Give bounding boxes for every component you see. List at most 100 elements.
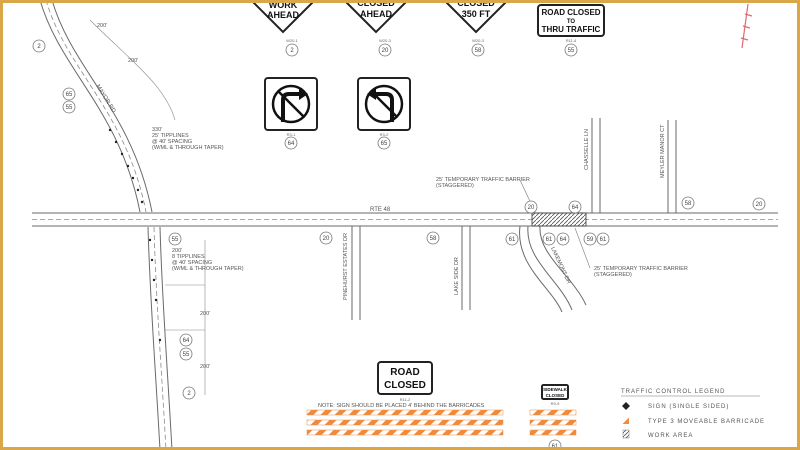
road-label-chasselle: CHASSELLE LN	[584, 129, 590, 170]
svg-text:55: 55	[568, 48, 575, 54]
svg-text:2: 2	[290, 48, 294, 54]
svg-text:20: 20	[756, 202, 763, 208]
svg-text:64: 64	[183, 338, 190, 344]
svg-text:330': 330'	[152, 127, 162, 133]
svg-text:64: 64	[560, 237, 567, 243]
svg-text:20: 20	[528, 205, 535, 211]
svg-text:W20-1: W20-1	[286, 38, 299, 43]
svg-text:59: 59	[587, 237, 594, 243]
sign-road-closed-thru: ROAD CLOSED TO THRU TRAFFIC R11-4	[537, 4, 605, 43]
svg-text:ROAD CLOSED: ROAD CLOSED	[541, 8, 600, 17]
legend-item-sign: SIGN (SINGLE SIDED)	[648, 404, 729, 410]
dim-200-left1: 200'	[200, 311, 210, 317]
road-label-meyler: MEYLER MANOR CT	[660, 124, 666, 178]
road-label-lakeside: LAKE SIDE DR	[454, 257, 460, 295]
svg-text:25' TEMPORARY TRAFFIC BARRIER: 25' TEMPORARY TRAFFIC BARRIER	[436, 177, 530, 183]
svg-text:200': 200'	[172, 248, 182, 254]
svg-text:@ 40' SPACING: @ 40' SPACING	[152, 139, 192, 145]
svg-text:CLOSED: CLOSED	[384, 380, 426, 391]
svg-text:@ 40' SPACING: @ 40' SPACING	[172, 260, 212, 266]
no-right-turn-sign: R3-1	[264, 77, 318, 137]
svg-text:64: 64	[572, 205, 579, 211]
sidewalk-closed-sign: SIDEWALK CLOSED R9-9	[541, 384, 569, 406]
svg-text:61: 61	[509, 237, 516, 243]
svg-text:R11-2: R11-2	[400, 397, 411, 402]
svg-text:CLOSED: CLOSED	[357, 0, 395, 8]
svg-text:CLOSED: CLOSED	[546, 393, 566, 398]
svg-text:ROAD: ROAD	[390, 367, 419, 378]
main-road: RTE 48	[32, 207, 778, 227]
svg-text:25' TEMPORARY TRAFFIC BARRIER: 25' TEMPORARY TRAFFIC BARRIER	[594, 266, 688, 272]
svg-text:65: 65	[381, 141, 388, 147]
meyler-road: MEYLER MANOR CT	[660, 120, 677, 213]
legend-title: TRAFFIC CONTROL LEGEND	[621, 389, 725, 395]
svg-text:TO: TO	[567, 19, 576, 25]
barricade-note: NOTE: SIGN SHOULD BE PLACED 4' BEHIND TH…	[318, 403, 485, 409]
callout-markers: 2 20 58 55 64 65 2 65 55 20 64 58 20 55 …	[32, 39, 766, 450]
south-road	[147, 226, 173, 450]
legend-item-work-area: WORK AREA	[648, 433, 693, 439]
barrier-note-bottom: 25' TEMPORARY TRAFFIC BARRIER (STAGGERED…	[574, 227, 688, 278]
svg-text:8 TIPPLINES: 8 TIPPLINES	[172, 254, 205, 260]
sign-closed-350ft: CLOSED 350 FT W20-3	[444, 0, 508, 43]
svg-text:AHEAD: AHEAD	[360, 9, 393, 19]
sign-work-ahead: WORK AHEAD W20-1	[251, 0, 315, 43]
svg-text:61: 61	[600, 237, 607, 243]
svg-text:58: 58	[475, 48, 482, 54]
svg-text:R3-2: R3-2	[380, 132, 389, 137]
svg-text:61: 61	[546, 237, 553, 243]
barricade-symbol-icon	[623, 416, 629, 424]
svg-text:SIDEWALK: SIDEWALK	[543, 387, 568, 392]
svg-text:AHEAD: AHEAD	[267, 10, 300, 20]
svg-text:CLOSED: CLOSED	[457, 0, 495, 8]
type3-barricade-main	[306, 409, 504, 436]
svg-text:R3-1: R3-1	[287, 132, 296, 137]
dim-200-left2: 200'	[200, 364, 210, 370]
channelizing-devices	[108, 128, 162, 342]
svg-text:(STAGGERED): (STAGGERED)	[436, 183, 474, 189]
legend-item-barricade: TYPE 3 MOVEABLE BARRICADE	[648, 419, 765, 425]
dim-200-top: 200'	[97, 23, 107, 29]
svg-text:THRU TRAFFIC: THRU TRAFFIC	[542, 25, 601, 34]
traffic-control-legend: TRAFFIC CONTROL LEGEND SIGN (SINGLE SIDE…	[621, 389, 765, 439]
svg-text:20: 20	[382, 48, 389, 54]
sign-symbol-icon	[622, 402, 630, 410]
no-left-turn-sign: R3-2	[357, 77, 411, 137]
svg-text:(STAGGERED): (STAGGERED)	[594, 272, 632, 278]
svg-text:25' TIPPLINES: 25' TIPPLINES	[152, 133, 189, 139]
svg-text:R9-9: R9-9	[551, 401, 560, 406]
svg-text:55: 55	[183, 352, 190, 358]
work-area-symbol-icon	[622, 429, 630, 439]
sheet-stamp	[740, 3, 753, 49]
taper-note-left: 200' 8 TIPPLINES @ 40' SPACING (W/ML & T…	[172, 248, 244, 272]
dim-200-mid: 200'	[128, 58, 138, 64]
svg-text:55: 55	[172, 237, 179, 243]
svg-text:55: 55	[66, 105, 73, 111]
pinehurst-road: PINEHURST ESTATES DR	[343, 226, 361, 320]
work-area	[531, 212, 587, 227]
svg-text:58: 58	[685, 201, 692, 207]
svg-text:2: 2	[187, 391, 191, 397]
svg-text:W20-3: W20-3	[379, 38, 392, 43]
svg-text:2: 2	[37, 44, 41, 50]
dimension-lines	[89, 19, 206, 395]
svg-text:350 FT: 350 FT	[462, 9, 491, 19]
svg-text:(W/ML & THROUGH TAPER): (W/ML & THROUGH TAPER)	[152, 145, 224, 151]
type3-barricade-sidewalk	[529, 409, 577, 436]
svg-text:64: 64	[288, 141, 295, 147]
sign-closed-ahead: CLOSED AHEAD W20-3	[344, 0, 408, 43]
lakeside-road: LAKE SIDE DR	[454, 226, 471, 310]
road-closed-sign: ROAD CLOSED R11-2	[377, 361, 433, 402]
taper-note-top: 330' 25' TIPPLINES @ 40' SPACING (W/ML &…	[152, 127, 224, 151]
svg-text:W20-3: W20-3	[472, 38, 485, 43]
svg-text:58: 58	[430, 236, 437, 242]
svg-text:(W/ML & THROUGH TAPER): (W/ML & THROUGH TAPER)	[172, 266, 244, 272]
svg-text:20: 20	[323, 236, 330, 242]
chasselle-road: CHASSELLE LN	[584, 118, 601, 213]
svg-text:65: 65	[66, 92, 73, 98]
road-label-pinehurst: PINEHURST ESTATES DR	[343, 233, 349, 300]
svg-text:R11-4: R11-4	[566, 38, 577, 43]
